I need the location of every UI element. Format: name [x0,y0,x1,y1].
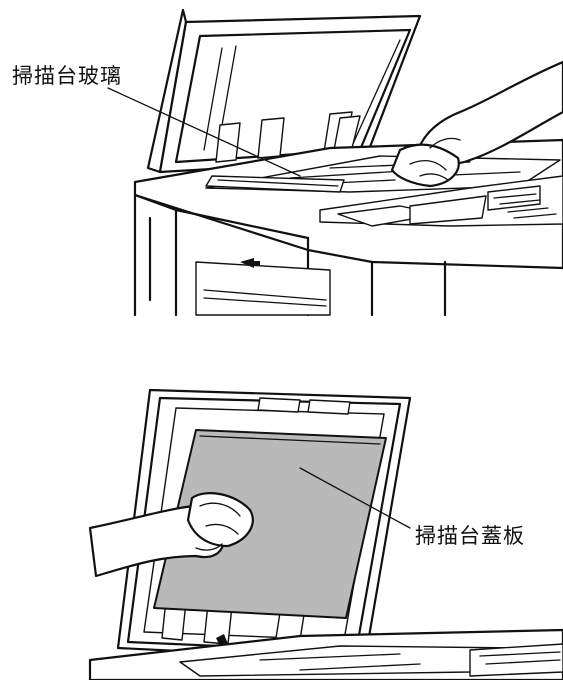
panel-platen-glass [107,8,563,317]
panel-platen-cover [88,388,563,682]
hand-with-cloth-cover [88,492,254,578]
platen-glass-label: 掃描台玻璃 [12,64,122,88]
leader-line-cover [299,467,411,529]
hand-with-cloth [390,60,563,188]
platen-cover-label: 掃描台蓋板 [415,524,525,548]
leader-line-glass [107,87,301,177]
copier-base [88,628,563,682]
